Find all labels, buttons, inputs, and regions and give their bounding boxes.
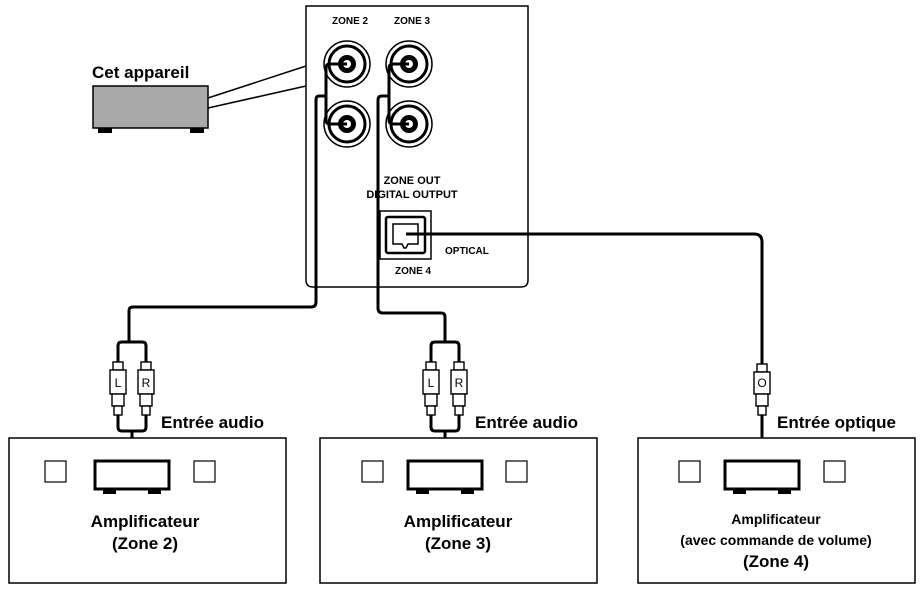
optical-input-label: Entrée optique: [777, 413, 896, 432]
rca-jack-icon: [323, 40, 371, 88]
optical-plug-icon: [753, 363, 771, 416]
amplifier-unit-icon: [406, 459, 484, 494]
left-rca-plug-icon: [422, 361, 440, 416]
amplifier-zone2: Amplificateur (Zone 2): [8, 437, 287, 584]
zone2-cable: [116, 62, 347, 461]
amplifier-unit-icon: [93, 459, 171, 494]
left-rca-plug-icon: [109, 361, 127, 416]
right-rca-plug-icon: [450, 361, 468, 416]
audio-input-label: Entrée audio: [161, 413, 264, 432]
optical-jack-icon: [379, 210, 432, 260]
device-box-icon: [92, 85, 209, 133]
zone4-label: ZONE 4: [395, 266, 432, 277]
zone-out-label: ZONE OUT: [384, 175, 441, 187]
left-plug-label: L: [428, 376, 435, 390]
audio-input-label: Entrée audio: [475, 413, 578, 432]
amplifier-zone4: Amplificateur (avec commande de volume) …: [637, 437, 916, 584]
amplifier-unit-icon: [723, 459, 801, 494]
amplifier-zone-label: (Zone 3): [425, 534, 491, 553]
left-plug-label: L: [115, 376, 122, 390]
amplifier-volume-note: (avec commande de volume): [680, 532, 871, 548]
right-plug-label: R: [142, 376, 151, 390]
optical-label: OPTICAL: [445, 246, 489, 257]
amplifier-zone3: Amplificateur (Zone 3): [319, 437, 598, 584]
amplifier-title: Amplificateur: [404, 512, 513, 531]
digital-output-label: DIGITAL OUTPUT: [366, 189, 458, 201]
amplifier-title: Amplificateur: [91, 512, 200, 531]
zone2-label: ZONE 2: [332, 16, 369, 27]
amplifier-zone-label: (Zone 4): [743, 552, 809, 571]
zone3-label: ZONE 3: [394, 16, 431, 27]
amplifier-zone-label: (Zone 2): [112, 534, 178, 553]
right-rca-plug-icon: [137, 361, 155, 416]
device-label: Cet appareil: [92, 63, 189, 82]
device-callout-lines: [207, 65, 307, 109]
right-plug-label: R: [455, 376, 464, 390]
optical-plug-label: O: [757, 376, 766, 390]
amplifier-title: Amplificateur: [731, 511, 821, 527]
